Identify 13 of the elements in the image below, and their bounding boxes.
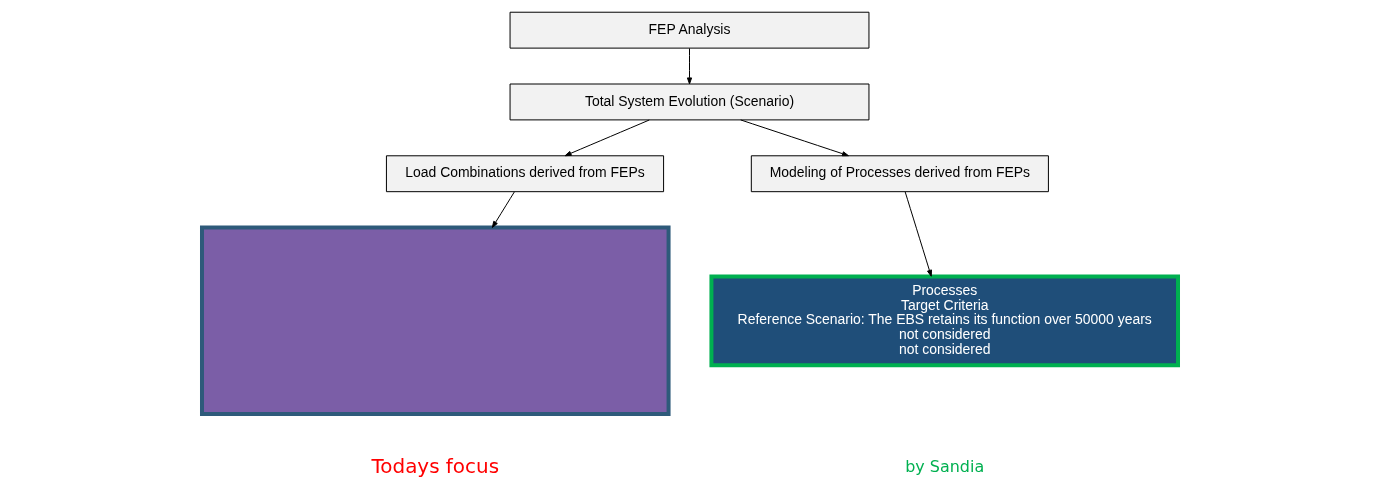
label: Todays focus bbox=[371, 454, 500, 478]
arrow bbox=[904, 191, 932, 277]
arrow bbox=[740, 119, 849, 157]
node-box: Modeling of Processes derived from FEPs bbox=[750, 155, 1049, 193]
node-box: FEP Analysis bbox=[509, 11, 870, 49]
arrow bbox=[564, 119, 650, 157]
node-box: Load Combinations derived from FEPs bbox=[385, 155, 665, 193]
arrow bbox=[491, 191, 515, 228]
arrow bbox=[686, 47, 693, 85]
node-box bbox=[200, 225, 671, 416]
node-box: Processes Target Criteria Reference Scenario: The EBS retains its function over 50000 years not considered not considered bbox=[709, 274, 1180, 368]
label: by Sandia bbox=[905, 456, 985, 476]
node-box: Total System Evolution (Scenario) bbox=[509, 83, 870, 121]
